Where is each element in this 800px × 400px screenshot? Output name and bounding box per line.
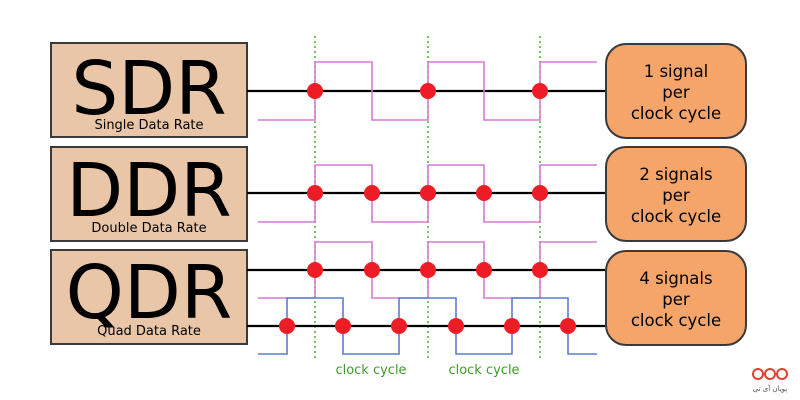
qdr-abbr: QDR — [66, 250, 233, 336]
qdr-name: Quad Data Rate — [97, 324, 201, 339]
qdr-row: QDR Quad Data Rate 4 signals per clock c… — [50, 241, 747, 355]
sdr-desc-line: 1 signal — [644, 62, 709, 81]
ddr-sample-dot — [476, 185, 492, 201]
ddr-desc-line: 2 signals — [639, 165, 712, 184]
qdr-label-box — [50, 249, 248, 345]
clock-cycle-label: clock cycle — [335, 363, 406, 378]
ddr-label-box — [50, 146, 248, 242]
ddr-sample-dot — [532, 185, 548, 201]
ddr-row: DDR Double Data Rate 2 signals per clock… — [50, 146, 747, 242]
ddr-sample-dot — [364, 185, 380, 201]
sdr-sample-dot — [420, 83, 436, 99]
sdr-sample-dot — [307, 83, 323, 99]
ddr-desc-line: clock cycle — [631, 207, 721, 226]
ddr-abbr: DDR — [66, 148, 231, 234]
qdr-sample-dot — [364, 262, 380, 278]
ddr-desc-line: per — [662, 186, 690, 205]
qdr-sample-dot — [476, 262, 492, 278]
qdr-sample-dot — [335, 318, 351, 334]
logo-ring-icon — [752, 368, 764, 380]
logo-ring-icon — [776, 368, 788, 380]
qdr-sample-dot — [391, 318, 407, 334]
qdr-desc-line: clock cycle — [631, 311, 721, 330]
sdr-sample-dot — [532, 83, 548, 99]
qdr-sample-dot — [420, 262, 436, 278]
sdr-abbr: SDR — [71, 46, 226, 132]
qdr-sample-dot — [560, 318, 576, 334]
ddr-sample-dot — [420, 185, 436, 201]
ddr-sample-dot — [307, 185, 323, 201]
sdr-name: Single Data Rate — [94, 118, 203, 133]
qdr-desc-line: 4 signals — [639, 269, 712, 288]
ddr-name: Double Data Rate — [91, 221, 206, 236]
qdr-sample-dot — [279, 318, 295, 334]
clock-cycle-label: clock cycle — [448, 363, 519, 378]
sdr-desc-box — [605, 43, 747, 139]
qdr-sample-dot — [307, 262, 323, 278]
qdr-desc-line: per — [662, 290, 690, 309]
qdr-sample-dot — [504, 318, 520, 334]
sdr-desc-line: per — [662, 83, 690, 102]
qdr-signal-wave-b — [258, 297, 597, 355]
qdr-sample-dot — [532, 262, 548, 278]
watermark-logo: پویان آی تی — [752, 368, 788, 393]
ddr-desc-box — [605, 146, 747, 242]
sdr-desc-line: clock cycle — [631, 104, 721, 123]
sdr-row: SDR Single Data Rate 1 signal per clock … — [50, 42, 747, 139]
qdr-desc-box — [605, 250, 747, 346]
watermark-text: پویان آی تی — [753, 384, 787, 393]
qdr-sample-dot — [448, 318, 464, 334]
logo-ring-icon — [764, 368, 776, 380]
